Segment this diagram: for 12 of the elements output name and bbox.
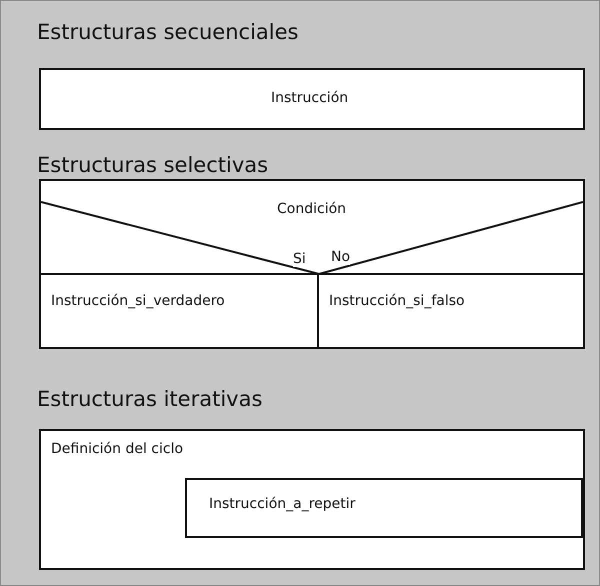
node-text: Instrucción_si_falso <box>329 293 465 309</box>
section-heading: Estructuras iterativas <box>37 387 262 411</box>
node-text: Condición <box>277 201 346 217</box>
branch-label: No <box>331 249 350 265</box>
node-text: Instrucción <box>271 90 348 106</box>
section-heading: Estructuras selectivas <box>37 153 268 177</box>
node-text: Instrucción_a_repetir <box>209 496 356 512</box>
node-text: Definición del ciclo <box>51 441 184 457</box>
section-heading: Estructuras secuenciales <box>37 20 298 44</box>
branch-label: Si <box>293 251 306 267</box>
loop-body-box <box>185 478 583 538</box>
node-text: Instrucción_si_verdadero <box>51 293 225 309</box>
